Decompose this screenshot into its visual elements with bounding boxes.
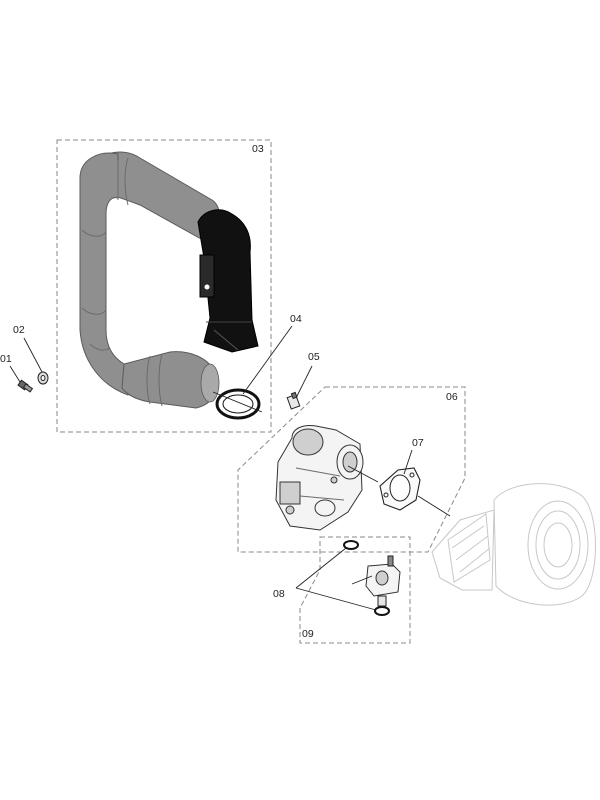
washer-02 — [37, 371, 49, 385]
callout-03: 03 — [252, 143, 264, 155]
fan-blower — [431, 483, 596, 606]
callout-06: 06 — [446, 391, 458, 403]
group-03-frame — [56, 139, 272, 433]
group-09-frame — [299, 536, 411, 644]
callout-09: 09 — [302, 628, 314, 640]
callout-04: 04 — [290, 313, 302, 325]
gasket-ring-04 — [215, 388, 261, 420]
o-ring-08 — [343, 540, 390, 616]
valve-body-09 — [365, 555, 401, 607]
gasket-07 — [379, 467, 421, 511]
callout-05: 05 — [308, 351, 320, 363]
callouts: 01 02 03 04 05 06 07 08 09 — [0, 143, 458, 640]
group-06-frame — [237, 386, 466, 553]
callout-07: 07 — [412, 437, 424, 449]
callout-02: 02 — [13, 324, 25, 336]
screw-01 — [17, 379, 34, 393]
screw-05 — [286, 391, 301, 410]
air-intake-pipe — [79, 151, 220, 409]
black-elbow-pipe — [197, 209, 259, 353]
gas-valve-assembly — [275, 425, 364, 531]
leader-lines — [9, 325, 451, 611]
callout-01: 01 — [0, 353, 12, 365]
callout-08: 08 — [273, 588, 285, 600]
